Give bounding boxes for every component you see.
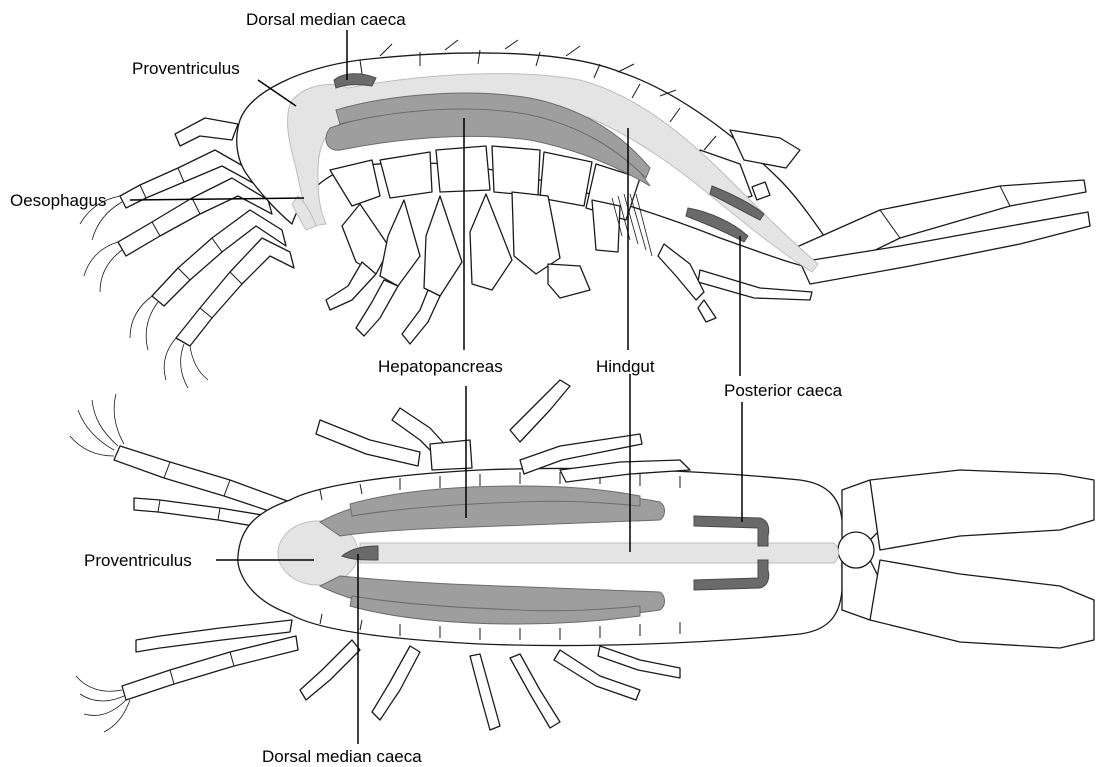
lateral-view <box>80 40 1090 388</box>
label-proventriculus-bottom: Proventriculus <box>84 551 192 570</box>
label-oesophagus: Oesophagus <box>10 191 106 210</box>
label-dorsal-median-caeca-top: Dorsal median caeca <box>246 10 406 29</box>
label-posterior-caeca: Posterior caeca <box>724 381 843 400</box>
label-proventriculus-top: Proventriculus <box>132 59 240 78</box>
label-hepatopancreas: Hepatopancreas <box>378 357 503 376</box>
label-hindgut: Hindgut <box>596 357 655 376</box>
dorsal-view <box>70 380 1094 732</box>
label-dorsal-median-caeca-bottom: Dorsal median caeca <box>262 747 422 766</box>
